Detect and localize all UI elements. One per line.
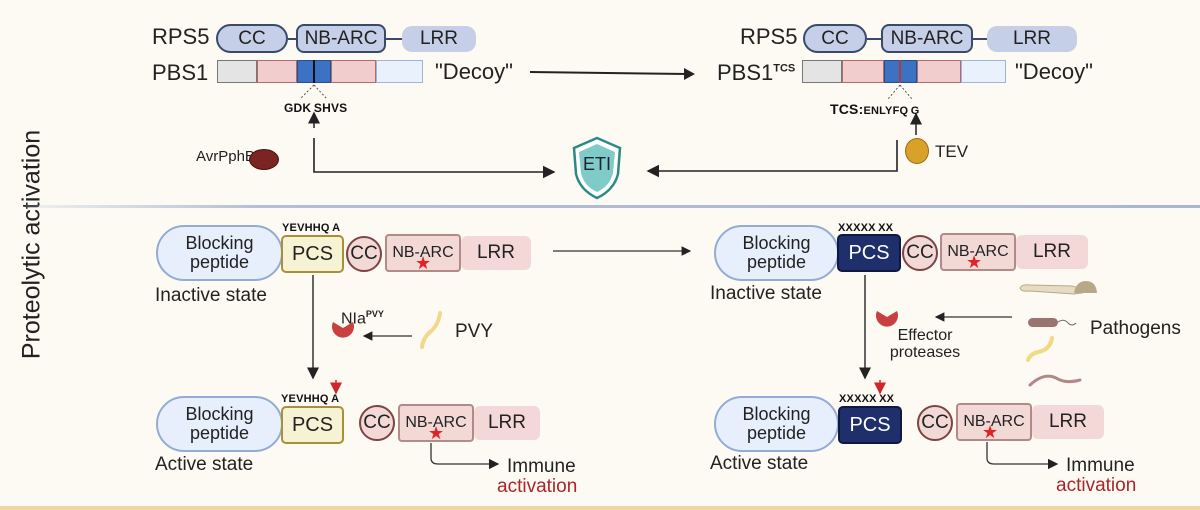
pbs1-segment (917, 60, 961, 83)
activation-label: activation (1056, 475, 1137, 496)
protease-label: AvrPphB (196, 148, 255, 165)
pcs-sequence: XXXXX XX (838, 222, 894, 234)
pcs-sequence: XXXXX XX (839, 393, 895, 405)
effector-protease-icon (874, 309, 900, 338)
activation-label: activation (497, 476, 578, 497)
cleavage-callout (887, 84, 913, 100)
state-label: Active state (155, 454, 254, 475)
cleavage-callout (299, 84, 328, 100)
avrpphb-to-eti-arrow (313, 138, 556, 179)
blocking-peptide: Blocking peptide (156, 396, 283, 452)
state-label: Inactive state (155, 285, 267, 306)
lrr-domain: LRR (1032, 405, 1104, 439)
protease-label: TEV (935, 142, 969, 161)
result-label: Immune (507, 456, 576, 477)
pbs1-segment (376, 60, 423, 83)
decoy-tag: "Decoy" (1015, 59, 1093, 84)
decoy-protein-label: PBS1 (152, 60, 209, 85)
tcs-insertion-mark (899, 60, 901, 83)
cc-domain: CC (346, 236, 382, 272)
cleavage-site-sequence: GDK SHVS (284, 101, 348, 115)
pcs-sequence: YEVHHQ A (282, 222, 341, 234)
mutation-star-icon: ★ (982, 422, 999, 442)
linker (386, 38, 402, 40)
lrr-domain: LRR (461, 236, 531, 270)
mutation-star-icon: ★ (966, 252, 983, 272)
mutation-star-icon: ★ (428, 423, 445, 443)
tev-to-eti-arrow (646, 140, 898, 178)
blocking-peptide: Blocking peptide (714, 225, 839, 281)
pcs-domain: PCS (837, 234, 901, 272)
pathogen-label: Pathogens (1090, 318, 1181, 339)
nbarc-domain: NB-ARC (385, 234, 461, 272)
nbarc-domain: NB-ARC (398, 404, 474, 442)
receptor-label: RPS5 (152, 24, 210, 49)
protease-label: Effector proteases (889, 327, 961, 361)
linker (973, 38, 987, 40)
linker (288, 38, 296, 40)
immune-activation-arrow (430, 443, 500, 470)
immune-activation-arrow (986, 442, 1059, 470)
cc-domain: CC (917, 405, 953, 441)
cc-domain: CC (216, 24, 288, 53)
nbarc-domain: NB-ARC (956, 403, 1032, 441)
receptor-label: RPS5 (740, 24, 798, 49)
lrr-domain: LRR (987, 26, 1077, 52)
nbarc-domain: NB-ARC (940, 233, 1016, 271)
pbs1-segment (802, 60, 842, 83)
decoy-protein-label: PBS1TCS (717, 60, 796, 85)
state-label: Inactive state (710, 283, 822, 304)
cc-domain: CC (803, 24, 867, 53)
pathogens-icon (1018, 280, 1100, 393)
pbs1-bar (217, 60, 423, 83)
pbs1-tcs-bar (802, 60, 1006, 83)
bottom-border (0, 506, 1200, 510)
pcs-sequence: YEVHHQ A (281, 393, 340, 405)
eti-label: ETI (582, 154, 611, 174)
pbs1-segment (961, 60, 1006, 83)
section-divider (25, 205, 1200, 208)
protease-label: NIaPVY (341, 309, 384, 328)
pbs1-segment (331, 60, 376, 83)
cc-domain: CC (902, 235, 938, 271)
blocking-peptide: Blocking peptide (156, 225, 283, 281)
linker (867, 38, 881, 40)
pcs-domain: PCS (281, 406, 344, 444)
blocking-peptide: Blocking peptide (714, 396, 839, 452)
decoy-tag: "Decoy" (435, 59, 513, 84)
pcs-domain: PCS (281, 235, 344, 273)
pvy-virus-icon (418, 310, 444, 355)
nbarc-domain: NB-ARC (881, 24, 973, 53)
lrr-domain: LRR (474, 406, 540, 440)
result-label: Immune (1066, 455, 1135, 476)
transition-arrow (530, 71, 688, 75)
pbs1-segment (842, 60, 884, 83)
cleavage-site-sequence: TCS:ENLYFQ G (830, 101, 920, 117)
pathogen-label: PVY (455, 321, 494, 342)
mutation-star-icon: ★ (415, 253, 432, 273)
bacterium (1028, 318, 1058, 327)
cleavage-mark (313, 60, 315, 83)
nia-protease-icon (330, 320, 356, 349)
eti-shield-icon: ETI (570, 136, 624, 200)
lrr-domain: LRR (402, 26, 476, 52)
tev-protease-icon (905, 138, 929, 164)
pbs1-segment (217, 60, 257, 83)
nbarc-domain: NB-ARC (296, 24, 386, 53)
pcs-domain: PCS (838, 406, 902, 444)
lrr-domain: LRR (1016, 235, 1088, 269)
cc-domain: CC (359, 405, 395, 441)
pbs1-segment (257, 60, 297, 83)
avrpphb-protease-icon (249, 149, 279, 170)
transition-arrowhead (684, 68, 695, 80)
state-label: Active state (710, 453, 809, 474)
